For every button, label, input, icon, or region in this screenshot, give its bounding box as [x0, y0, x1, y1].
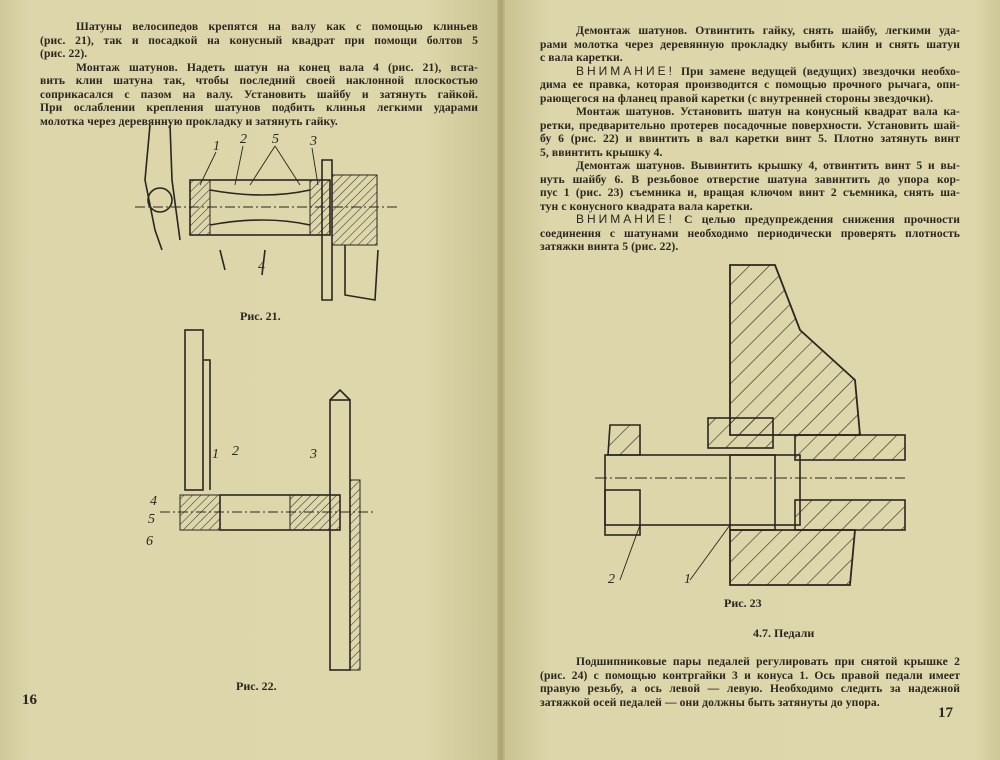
line-text: При замене ведущей (ведущих) звездочки н… — [681, 64, 960, 78]
line-text: рами молотка через деревянную прокладку … — [540, 37, 960, 51]
text-line: ВНИМАНИЕ! При замене ведущей (ведущих) з… — [540, 65, 960, 79]
line-text: дима ее правка, которая производится с п… — [540, 78, 960, 91]
line-text: Вывинтить крышку 4, отвинтить винт 5 и в… — [690, 159, 960, 172]
book-gutter — [497, 0, 505, 760]
text-line: Подшипниковые пары педалей регулировать … — [540, 655, 960, 669]
paragraph-lead: Монтаж шатунов. — [576, 105, 675, 118]
line-text: С целью предупреждения снижения прочност… — [684, 213, 960, 226]
text-line: соединения с шатунами необходимо периоди… — [540, 227, 960, 241]
fig22-label-5: 5 — [148, 512, 155, 527]
page-number: 17 — [938, 705, 953, 721]
section-heading: 4.7. Педали — [753, 626, 815, 640]
line-text: При ослаблении крепления шатунов подбить… — [40, 101, 478, 114]
figure-22-caption: Рис. 22. — [236, 679, 277, 693]
text-line: (рис. 21), так и посадкой на конусный кв… — [40, 34, 478, 48]
line-text: пус 1 (рис. 23) съемника и, вращая ключо… — [540, 186, 960, 199]
line-text: Отвинтить гайку, снять шайбу, легкими уд… — [695, 24, 960, 37]
text-line: молотка через деревянную прокладку и зат… — [40, 115, 478, 129]
right-page-text: Демонтаж шатунов. Отвинтить гайку, снять… — [540, 24, 960, 254]
text-line: затяжки винта 5 (рис. 22). — [540, 240, 960, 254]
text-line: Монтаж шатунов. Установить шатун на кону… — [540, 105, 960, 119]
text-line: тун с конусного квадрата вала каретки. — [540, 200, 960, 214]
text-line: рающегося на фланец правой каретки (с вн… — [540, 92, 960, 106]
line-text: молотка через деревянную прокладку и зат… — [40, 114, 338, 128]
paragraph: Шатуны велосипедов крепятся на валу как … — [40, 20, 478, 61]
line-text: затяжкой осей педалей — они должны быть … — [540, 695, 880, 709]
line-text: тун с конусного квадрата вала каретки. — [540, 199, 753, 213]
line-text: (рис. 24) с помощью контргайки 3 и конус… — [540, 668, 960, 682]
text-line: дима ее правка, которая производится с п… — [540, 78, 960, 92]
text-line: ретки, предварительно протерев посадочны… — [540, 119, 960, 133]
paragraph: ВНИМАНИЕ! С целью предупреждения снижени… — [540, 213, 960, 254]
line-text: соприкасался с пазом на валу. Установить… — [40, 87, 478, 101]
figure-21-caption: Рис. 21. — [240, 309, 281, 323]
fig23-label-2: 2 — [608, 572, 615, 587]
line-text: Надеть шатун на конец вала 4 (рис. 21), … — [186, 60, 478, 74]
text-line: соприкасался с пазом на валу. Установить… — [40, 88, 478, 102]
text-line: ВНИМАНИЕ! С целью предупреждения снижени… — [540, 213, 960, 227]
fig22-label-4: 4 — [150, 494, 157, 509]
paragraph: Подшипниковые пары педалей регулировать … — [540, 655, 960, 709]
text-line: бу 6 (рис. 22) и ввинтить в вал каретки … — [540, 132, 960, 146]
fig21-label-1: 1 — [213, 139, 220, 154]
left-page-text: Шатуны велосипедов крепятся на валу как … — [40, 20, 478, 128]
text-line: вить клин шатуна так, чтобы последний св… — [40, 74, 478, 88]
paragraph: Демонтаж шатунов. Вывинтить крышку 4, от… — [540, 159, 960, 213]
fig21-label-4: 4 — [258, 259, 265, 274]
text-line: Монтаж шатунов. Надеть шатун на конец ва… — [40, 61, 478, 75]
paragraph-lead: Монтаж шатунов. — [76, 60, 178, 74]
line-text: с вала каретки. — [540, 51, 623, 64]
line-text: соединения с шатунами необходимо периоди… — [540, 226, 960, 240]
text-line: (рис. 22). — [40, 47, 478, 61]
left-page: Шатуны велосипедов крепятся на валу как … — [0, 0, 500, 760]
fig21-label-5: 5 — [272, 132, 279, 147]
figure-23-caption: Рис. 23 — [724, 596, 762, 610]
line-text: ретки, предварительно протерев посадочны… — [540, 118, 960, 132]
text-line: Шатуны велосипедов крепятся на валу как … — [40, 20, 478, 34]
text-line: При ослаблении крепления шатунов подбить… — [40, 101, 478, 115]
text-line: правую резьбу, а ось левой — левую. Необ… — [540, 682, 960, 696]
line-text: (рис. 22). — [40, 47, 88, 60]
text-line: (рис. 24) с помощью контргайки 3 и конус… — [540, 669, 960, 683]
line-text: (рис. 21), так и посадкой на конусный кв… — [40, 33, 478, 47]
right-page: Демонтаж шатунов. Отвинтить гайку, снять… — [500, 0, 1000, 760]
fig22-label-6: 6 — [146, 534, 153, 549]
fig21-label-2: 2 — [240, 132, 247, 147]
text-line: затяжкой осей педалей — они должны быть … — [540, 696, 960, 710]
line-text: Подшипниковые пары педалей регулировать … — [576, 655, 960, 668]
fig21-label-3: 3 — [309, 134, 317, 149]
line-text: затяжки винта 5 (рис. 22). — [540, 240, 679, 253]
line-text: рающегося на фланец правой каретки (с вн… — [540, 91, 934, 105]
figure-21-drawing: 1 2 5 3 4 1 2 3 4 5 6 — [135, 124, 400, 671]
text-line: 5, ввинтить крышку 4. — [540, 146, 960, 160]
text-line: рами молотка через деревянную прокладку … — [540, 38, 960, 52]
paragraph: Демонтаж шатунов. Отвинтить гайку, снять… — [540, 24, 960, 65]
paragraph-lead: ВНИМАНИЕ! — [576, 213, 675, 226]
line-text: Шатуны велосипедов крепятся на валу как … — [76, 20, 478, 33]
paragraph-lead: Демонтаж шатунов. — [576, 159, 685, 172]
line-text: нуть шайбу 6. В резьбовое отверстие шату… — [540, 172, 960, 186]
paragraph-lead: Демонтаж шатунов. — [576, 24, 688, 37]
section-text: Подшипниковые пары педалей регулировать … — [540, 655, 960, 709]
paragraph-lead: ВНИМАНИЕ! — [576, 64, 675, 78]
fig22-label-2: 2 — [232, 444, 239, 459]
text-line: Демонтаж шатунов. Отвинтить гайку, снять… — [540, 24, 960, 38]
text-line: с вала каретки. — [540, 51, 960, 65]
paragraph: Монтаж шатунов. Установить шатун на кону… — [540, 105, 960, 159]
line-text: правую резьбу, а ось левой — левую. Необ… — [540, 682, 960, 695]
text-line: пус 1 (рис. 23) съемника и, вращая ключо… — [540, 186, 960, 200]
fig23-label-1: 1 — [684, 572, 691, 587]
page-number: 16 — [22, 692, 37, 708]
paragraph: Монтаж шатунов. Надеть шатун на конец ва… — [40, 61, 478, 129]
text-line: нуть шайбу 6. В резьбовое отверстие шату… — [540, 173, 960, 187]
line-text: 5, ввинтить крышку 4. — [540, 145, 663, 159]
line-text: вить клин шатуна так, чтобы последний св… — [40, 74, 478, 87]
figure-23-drawing: 2 1 — [595, 264, 906, 587]
line-text: бу 6 (рис. 22) и ввинтить в вал каретки … — [540, 132, 960, 145]
fig22-label-1: 1 — [212, 447, 219, 462]
line-text: Установить шатун на конусный квадрат вал… — [680, 105, 960, 118]
paragraph: ВНИМАНИЕ! При замене ведущей (ведущих) з… — [540, 65, 960, 106]
fig22-label-3: 3 — [309, 447, 317, 462]
text-line: Демонтаж шатунов. Вывинтить крышку 4, от… — [540, 159, 960, 173]
